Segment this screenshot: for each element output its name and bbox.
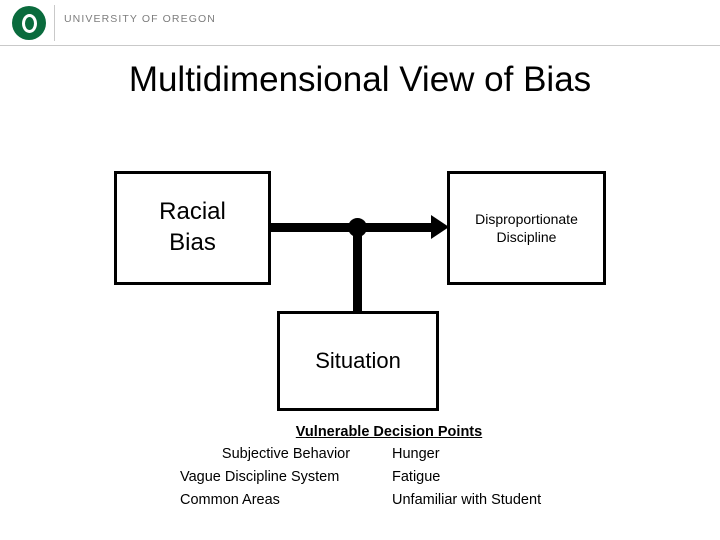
vdp-right-1: Hunger (392, 446, 440, 462)
list-item: Common Areas Unfamiliar with Student (170, 492, 610, 508)
vdp-left-2: Vague Discipline System (180, 469, 340, 485)
node-racial-bias-label-line1: Racial (159, 198, 226, 226)
vulnerable-decision-points-block: Vulnerable Decision Points Subjective Be… (170, 424, 610, 515)
node-disproportionate-label-line1: Disproportionate (475, 210, 578, 227)
header-divider (54, 5, 55, 41)
logo-o-inner-ring (21, 13, 37, 33)
university-of-oregon-o-logo-icon (12, 6, 46, 40)
junction-dot-icon (348, 218, 367, 237)
node-racial-bias: Racial Bias (114, 171, 271, 285)
vulnerable-decision-points-heading: Vulnerable Decision Points (295, 424, 483, 440)
node-situation: Situation (277, 311, 439, 411)
node-racial-bias-label-line2: Bias (169, 229, 216, 256)
vdp-right-2: Fatigue (392, 469, 441, 485)
connector-junction-to-situation (353, 227, 362, 313)
node-situation-label: Situation (315, 348, 401, 373)
vdp-right-3: Unfamiliar with Student (392, 492, 542, 508)
logo-wordmark: UNIVERSITY OF OREGON (64, 13, 216, 25)
list-item: Subjective Behavior Hunger (170, 446, 610, 462)
list-item: Vague Discipline System Fatigue (170, 469, 610, 485)
vdp-left-3: Common Areas (180, 492, 280, 508)
node-disproportionate-label-line2: Discipline (496, 229, 557, 245)
node-disproportionate-discipline: Disproportionate Discipline (447, 171, 606, 285)
arrowhead-icon (431, 215, 449, 239)
page-title: Multidimensional View of Bias (128, 60, 592, 99)
page-header: UNIVERSITY OF OREGON (0, 0, 720, 46)
vdp-left-1: Subjective Behavior (221, 446, 351, 462)
